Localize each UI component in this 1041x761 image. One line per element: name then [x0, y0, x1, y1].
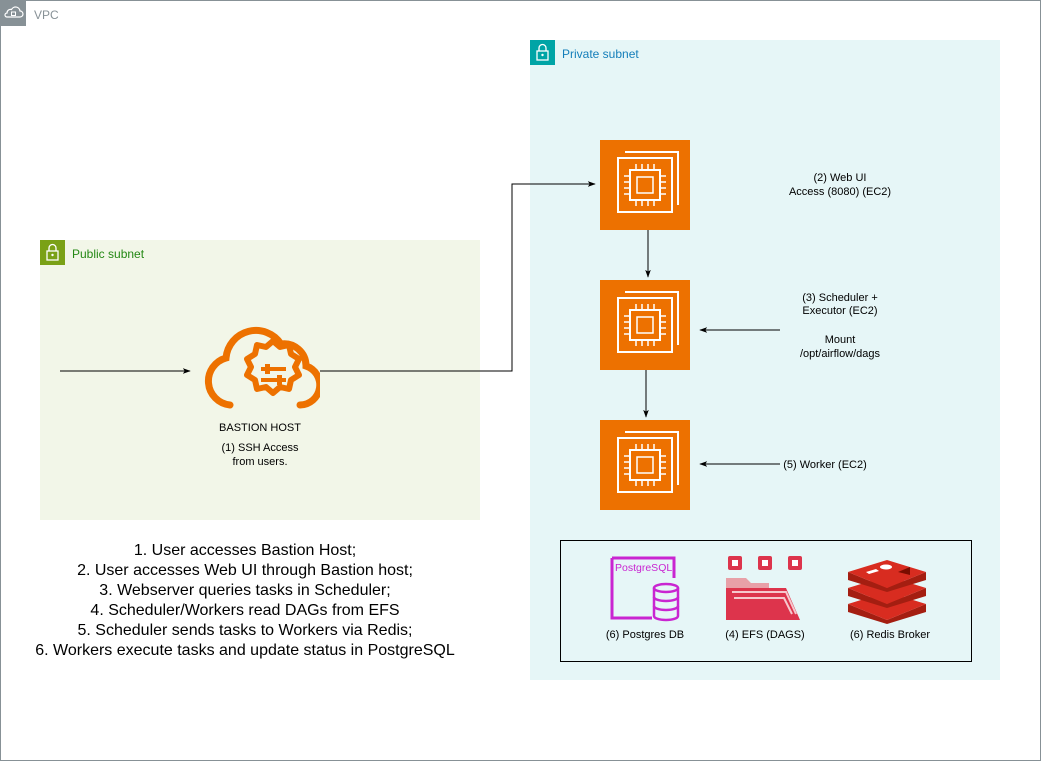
ec2-scheduler-node [600, 280, 690, 370]
ec2-instance-icon [617, 431, 679, 493]
private-subnet-label: Private subnet [562, 47, 639, 61]
web-ui-label-line2: Access (8080) (EC2) [788, 186, 892, 198]
mount-label-line2: /opt/airflow/dags [799, 348, 881, 360]
bastion-to-web-ui-arrow [320, 181, 596, 372]
scheduler-label-line2: Executor (EC2) [802, 305, 878, 317]
step-6: 6. Workers execute tasks and update stat… [35, 642, 455, 659]
web-ui-label-line1: (2) Web UI [813, 172, 867, 184]
padlock-icon [40, 240, 65, 265]
postgresql-database-icon: PostgreSQL [610, 556, 680, 622]
redis-label: (6) Redis Broker [849, 629, 931, 641]
storage-group [560, 540, 972, 662]
step-2: 2. User accesses Web UI through Bastion … [77, 562, 413, 579]
step-3: 3. Webserver queries tasks in Scheduler; [99, 582, 391, 599]
ec2-instance-icon [617, 151, 679, 213]
step-1: 1. User accesses Bastion Host; [133, 542, 357, 559]
bastion-desc-line2: from users. [232, 456, 288, 468]
public-subnet-group: Public subnet [40, 240, 480, 520]
scheduler-label-line1: (3) Scheduler + [802, 292, 878, 304]
postgres-logo-text: PostgreSQL [615, 562, 672, 574]
worker-label: (5) Worker (EC2) [783, 459, 867, 471]
mount-label-line1: Mount [824, 334, 856, 346]
ec2-worker-node [600, 420, 690, 510]
ec2-instance-icon [617, 291, 679, 353]
bastion-desc-line1: (1) SSH Access [221, 442, 299, 454]
public-subnet-label: Public subnet [72, 247, 145, 261]
efs-folder-icon [726, 556, 802, 620]
vpc-cloud-lock-icon [1, 1, 26, 26]
step-5: 5. Scheduler sends tasks to Workers via … [77, 622, 413, 639]
steps-list: 1. User accesses Bastion Host; 2. User a… [0, 541, 490, 661]
efs-label: (4) EFS (DAGS) [725, 629, 805, 641]
bastion-host-icon [204, 326, 320, 409]
step-4: 4. Scheduler/Workers read DAGs from EFS [90, 602, 400, 619]
vpc-label: VPC [34, 8, 59, 22]
ec2-web-ui-node [600, 140, 690, 230]
padlock-icon [530, 40, 555, 65]
postgres-label: (6) Postgres DB [605, 629, 685, 641]
redis-icon [848, 560, 926, 624]
bastion-title: BASTION HOST [219, 422, 301, 434]
